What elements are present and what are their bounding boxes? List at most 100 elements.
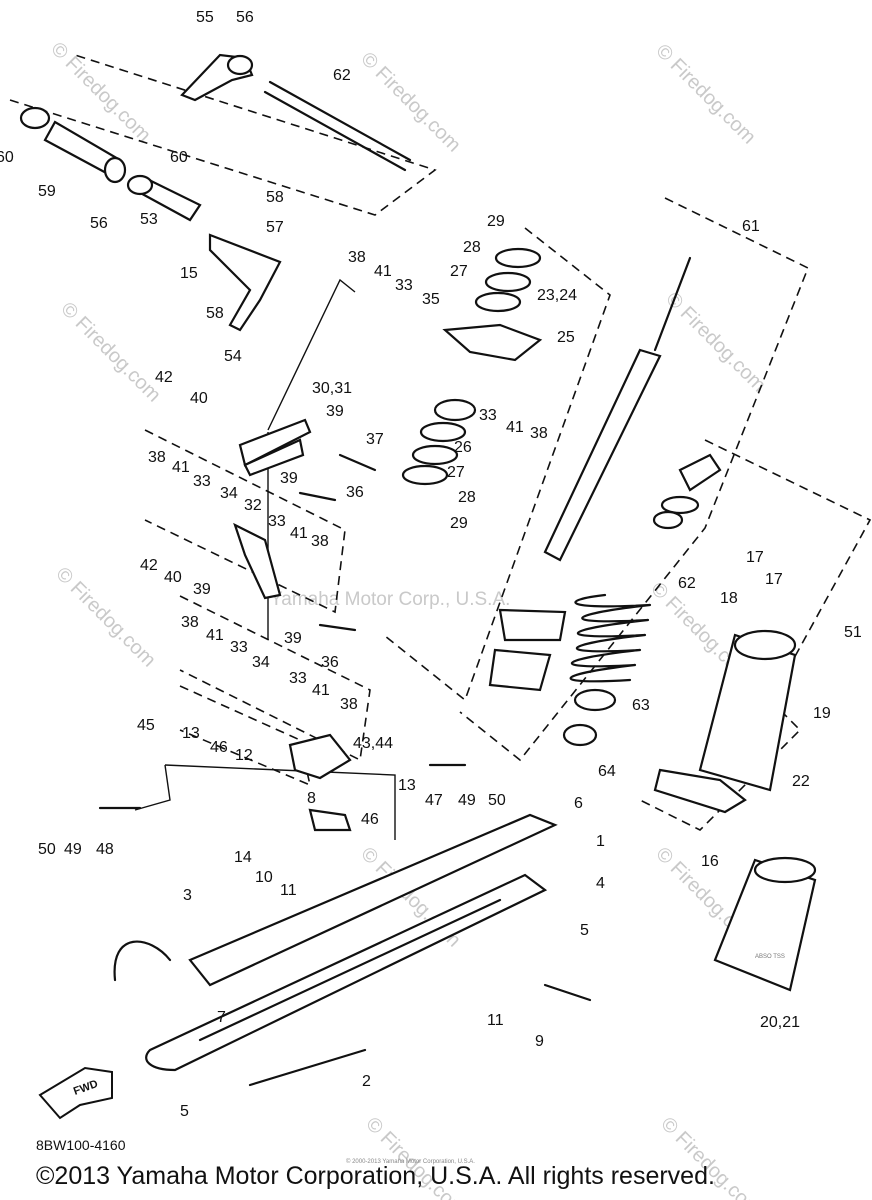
part-callout: 51	[844, 624, 862, 641]
part-callout: 26	[454, 439, 472, 456]
part-callout: 33	[289, 670, 307, 687]
part-callout: 33	[268, 513, 286, 530]
part-callout: 49	[458, 792, 476, 809]
part-callout: 29	[487, 213, 505, 230]
part-callout: 40	[190, 390, 208, 407]
part-callout: 12	[235, 747, 253, 764]
part-callout: 46	[210, 739, 228, 756]
part-callout: 28	[458, 489, 476, 506]
part-callout: 36	[321, 654, 339, 671]
part-callout: 64	[598, 763, 616, 780]
part-callout: 4	[596, 875, 605, 892]
part-callout: 14	[234, 849, 252, 866]
part-callout: 27	[450, 263, 468, 280]
part-callout: 15	[180, 265, 198, 282]
part-callout: 35	[422, 291, 440, 308]
part-callout: 50	[38, 841, 56, 858]
part-callout: 37	[366, 431, 384, 448]
part-callout: 5	[180, 1103, 189, 1120]
part-callout: 56	[236, 9, 254, 26]
part-callout: 39	[326, 403, 344, 420]
part-callout: 19	[813, 705, 831, 722]
part-drawings: ABSO TSS	[19, 53, 817, 1087]
part-callout: 34	[220, 485, 238, 502]
part-callout: 39	[280, 470, 298, 487]
part-callout: 41	[312, 682, 330, 699]
part-callout: 62	[333, 67, 351, 84]
part-callout: 60	[0, 149, 14, 166]
part-callout: 43,44	[353, 735, 393, 752]
part-callout: 59	[38, 183, 56, 200]
copyright-notice: ©2013 Yamaha Motor Corporation, U.S.A. A…	[36, 1162, 715, 1190]
part-callout: 33	[230, 639, 248, 656]
part-callout: 25	[557, 329, 575, 346]
part-callout: 42	[155, 369, 173, 386]
part-callout: 58	[266, 189, 284, 206]
part-callout: 1	[596, 833, 605, 850]
part-callout: 56	[90, 215, 108, 232]
figure-code: 8BW100-4160	[36, 1137, 126, 1153]
part-callout: 33	[479, 407, 497, 424]
part-callout: 41	[290, 525, 308, 542]
part-callout: 27	[447, 464, 465, 481]
part-callout: 29	[450, 515, 468, 532]
part-callout: 16	[701, 853, 719, 870]
part-callout: 8	[307, 790, 316, 807]
part-callout: 61	[742, 218, 760, 235]
part-callout: 41	[374, 263, 392, 280]
small-copyright: © 2000-2013 Yamaha Motor Corporation, U.…	[346, 1159, 475, 1165]
part-callout: 18	[720, 590, 738, 607]
part-callout: 17	[746, 549, 764, 566]
assembly-boundaries	[9, 54, 872, 840]
part-callout: 41	[172, 459, 190, 476]
part-callout: 38	[311, 533, 329, 550]
part-callout: 23,24	[537, 287, 577, 304]
part-callout: 13	[398, 777, 416, 794]
part-callout: 22	[792, 773, 810, 790]
part-callout: 46	[361, 811, 379, 828]
part-callout: 41	[206, 627, 224, 644]
part-callout: 30,31	[312, 380, 352, 397]
part-callout: 38	[148, 449, 166, 466]
part-callout: 32	[244, 497, 262, 514]
part-callout: 42	[140, 557, 158, 574]
forward-arrow-icon: FWD	[38, 1066, 113, 1120]
part-callout: 2	[362, 1073, 371, 1090]
part-callout: 45	[137, 717, 155, 734]
part-callout: 39	[284, 630, 302, 647]
part-callout: 58	[206, 305, 224, 322]
part-callout: 6	[574, 795, 583, 812]
part-callout: 55	[196, 9, 214, 26]
part-callout: 34	[252, 654, 270, 671]
part-callout: 38	[181, 614, 199, 631]
part-callout: 38	[530, 425, 548, 442]
watermark-text: © Firedog.com	[661, 288, 770, 397]
part-callout: 62	[678, 575, 696, 592]
part-callout: 54	[224, 348, 242, 365]
part-callout: 53	[140, 211, 158, 228]
part-callout: 20,21	[760, 1014, 800, 1031]
part-callout: 36	[346, 484, 364, 501]
part-callout: 40	[164, 569, 182, 586]
part-callout: 17	[765, 571, 783, 588]
part-callout: 38	[348, 249, 366, 266]
part-callout: 60	[170, 149, 188, 166]
part-callout: 38	[340, 696, 358, 713]
part-callout: 49	[64, 841, 82, 858]
part-callout: 47	[425, 792, 443, 809]
part-callout: 33	[395, 277, 413, 294]
part-callout: 50	[488, 792, 506, 809]
part-callout: 7	[217, 1009, 226, 1026]
part-callout: 39	[193, 581, 211, 598]
part-callout: 28	[463, 239, 481, 256]
part-callout: 3	[183, 887, 192, 904]
part-callout: 33	[193, 473, 211, 490]
watermark-text: © Firedog.com	[51, 563, 160, 672]
part-callout: 5	[580, 922, 589, 939]
part-callout: 11	[487, 1012, 504, 1029]
watermark-mid: Yamaha Motor Corp., U.S.A.	[270, 589, 510, 610]
watermark-text: © Firedog.com	[56, 298, 165, 407]
part-callout: 9	[535, 1033, 544, 1050]
